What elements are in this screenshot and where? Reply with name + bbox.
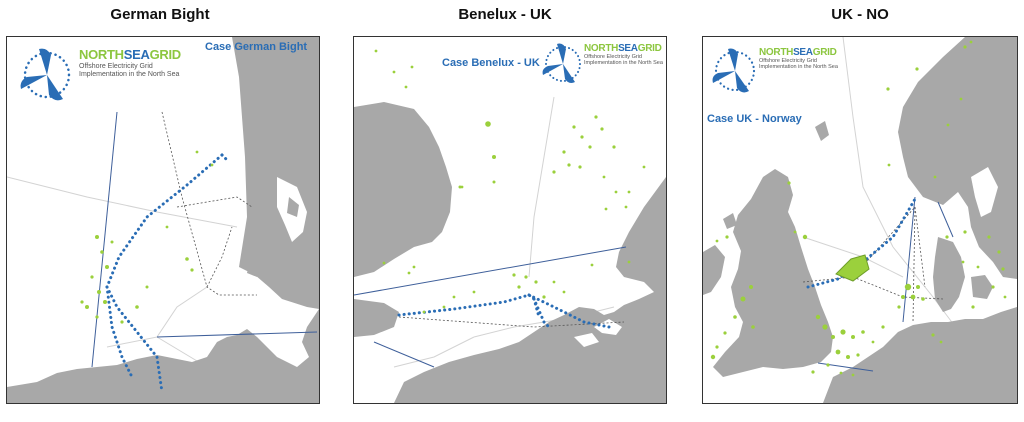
logo-subtitle: Offshore Electricity Grid Implementation… bbox=[79, 63, 180, 78]
panel-title-uk-no: UK - NO bbox=[831, 6, 889, 23]
land-continent bbox=[394, 177, 666, 403]
map-benelux-uk[interactable]: Case Benelux - UK NORTHSEAGRID Offshore … bbox=[353, 36, 667, 404]
map-uk-no-svg bbox=[703, 37, 1017, 403]
land-mainland bbox=[232, 37, 319, 309]
land-continent bbox=[823, 307, 1017, 403]
logo-uk-no: NORTHSEAGRID Offshore Electricity Grid I… bbox=[709, 45, 849, 95]
land-denmark bbox=[933, 237, 965, 312]
logo-benelux-uk: NORTHSEAGRID Offshore Electricity Grid I… bbox=[540, 41, 664, 89]
wind-turbine-logo-icon bbox=[542, 43, 581, 83]
logo-subtitle: Offshore Electricity Grid Implementation… bbox=[759, 58, 838, 70]
land-uk bbox=[354, 102, 452, 277]
logo-subtitle: Offshore Electricity Grid Implementation… bbox=[584, 54, 663, 66]
map-uk-no[interactable]: NORTHSEAGRID Offshore Electricity Grid I… bbox=[702, 36, 1018, 404]
wind-farm-zone bbox=[835, 254, 870, 282]
map-german-bight[interactable]: NORTHSEAGRID Offshore Electricity Grid I… bbox=[6, 36, 320, 404]
logo-wordmark: NORTHSEAGRID bbox=[759, 47, 837, 58]
logo-german-bight: NORTHSEAGRID Offshore Electricity Grid I… bbox=[17, 45, 207, 105]
case-label-uk-norway: Case UK - Norway bbox=[707, 113, 802, 125]
land-uk bbox=[713, 169, 833, 377]
case-label-german-bight: Case German Bight bbox=[205, 41, 308, 53]
case-label-benelux-uk: Case Benelux - UK bbox=[442, 57, 540, 69]
wind-turbine-logo-icon bbox=[712, 48, 756, 93]
wind-turbine-logo-icon bbox=[20, 48, 71, 101]
land-scandinavia bbox=[898, 37, 1017, 279]
panel-title-german-bight: German Bight bbox=[110, 6, 210, 23]
logo-wordmark: NORTHSEAGRID bbox=[79, 47, 181, 62]
map-benelux-uk-svg bbox=[354, 49, 666, 403]
panel-title-benelux-uk: Benelux - UK bbox=[458, 6, 552, 23]
map-german-bight-svg bbox=[7, 37, 319, 403]
logo-wordmark: NORTHSEAGRID bbox=[584, 43, 662, 54]
